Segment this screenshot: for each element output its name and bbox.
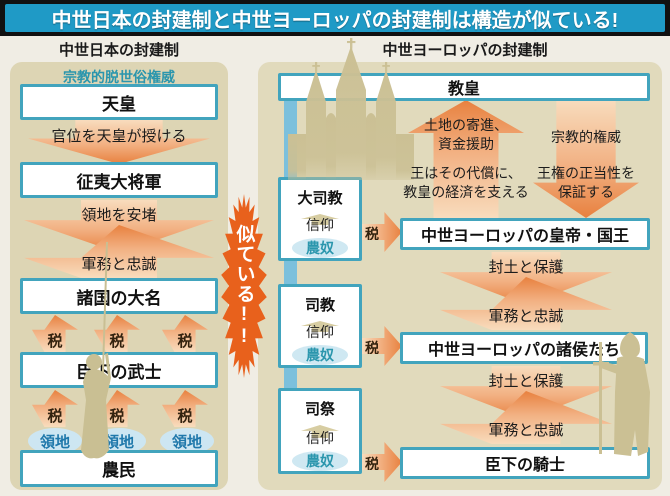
knights-label: 臣下の騎士 [484, 457, 565, 474]
bishop-box: 司教 信仰 農奴 [278, 284, 362, 368]
territory-ellipse: 領地 [28, 428, 82, 454]
tax-label: 税 [365, 226, 379, 242]
tax-label: 税 [365, 340, 379, 356]
fief-protection-label: 封土と保護 [488, 259, 564, 276]
emperor-king-box: 中世ヨーロッパの皇帝・国王 [400, 218, 650, 250]
serf-label: 農奴 [306, 453, 334, 469]
knights-box: 臣下の騎士 [400, 447, 650, 479]
bishop-label: 司教 [304, 297, 335, 314]
land-guarantee-label: 領地を安堵 [81, 207, 157, 224]
page-title: 中世日本の封建制と中世ヨーロッパの封建制は構造が似ている! [51, 9, 619, 32]
vassal-samurai-box: 臣下の武士 [20, 352, 218, 388]
shogun-daimyo-exchange-arrows: 領地を安堵 軍務と忠誠 [24, 200, 214, 278]
grant-rank-label: 官位を天皇が授ける [51, 128, 187, 145]
tax-arrow: 税 [94, 390, 140, 427]
europe-column-header: 中世ヨーロッパの封建制 [382, 41, 548, 59]
similar-badge-label: 似ている!! [233, 224, 255, 348]
archbishop-box: 大司教 信仰 農奴 [278, 177, 362, 261]
similar-starburst: 似ている!! [221, 194, 267, 378]
archbishop-label: 大司教 [297, 190, 343, 207]
king-support-label: 王はその代償に、 教皇の経済を支える [403, 165, 529, 200]
loyalty-label: 軍務と忠誠 [488, 422, 564, 439]
tax-arrow-right: 税 [362, 326, 402, 366]
lords-label: 中世ヨーロッパの諸侯たち [427, 342, 620, 359]
faith-label: 信仰 [306, 324, 334, 340]
tax-label: 税 [47, 408, 63, 425]
tax-arrow: 税 [162, 390, 208, 427]
priest-label: 司祭 [304, 401, 335, 418]
tax-arrow: 税 [32, 390, 78, 427]
tax-arrow-right: 税 [362, 212, 402, 252]
tax-label: 税 [177, 333, 193, 350]
donation-label: 土地の寄進、 資金援助 [424, 117, 508, 152]
tax-label: 税 [177, 408, 193, 425]
fief-protection-label: 封土と保護 [488, 373, 564, 390]
emperor-label: 天皇 [102, 94, 136, 114]
farmers-box: 農民 [20, 450, 218, 487]
loyalty-label: 軍務と忠誠 [488, 308, 564, 325]
tax-label: 税 [109, 408, 125, 425]
religious-authority-label-japan: 宗教的脱世俗権威 [63, 69, 175, 85]
serf-label: 農奴 [306, 240, 334, 256]
emperor-box: 天皇 [20, 84, 218, 120]
emperor-king-label: 中世ヨーロッパの皇帝・国王 [420, 228, 629, 245]
loyalty-label: 軍務と忠誠 [81, 256, 157, 273]
priest-box: 司祭 信仰 農奴 [278, 388, 362, 474]
japan-column-header: 中世日本の封建制 [58, 41, 179, 59]
territory-label: 領地 [171, 433, 202, 451]
tax-label: 税 [365, 456, 379, 472]
faith-arrow-up [301, 321, 339, 332]
faith-label: 信仰 [306, 430, 334, 446]
tax-arrow: 税 [162, 315, 208, 352]
title-bar-inner: 中世日本の封建制と中世ヨーロッパの封建制は構造が似ている! [5, 4, 665, 32]
serf-ellipse: 農奴 [292, 451, 348, 471]
pope-label: 教皇 [447, 81, 480, 98]
title-bar: 中世日本の封建制と中世ヨーロッパの封建制は構造が似ている! [0, 0, 670, 36]
serf-label: 農奴 [306, 347, 334, 363]
shogun-box: 征夷大将軍 [20, 162, 218, 198]
vassal-samurai-label: 臣下の武士 [76, 362, 162, 382]
tax-label: 税 [47, 333, 63, 350]
tax-arrow: 税 [94, 315, 140, 352]
daimyo-box: 諸国の大名 [20, 278, 218, 314]
faith-arrow-up [301, 214, 339, 225]
territory-ellipse: 領地 [160, 428, 214, 454]
europe-panel: 教皇 [258, 38, 662, 490]
legitimacy-label: 王権の正当性を 保証する [537, 165, 635, 200]
religious-authority-label: 宗教的権威 [551, 129, 621, 145]
shogun-label: 征夷大将軍 [76, 172, 162, 192]
starburst-icon [221, 194, 267, 378]
serf-ellipse: 農奴 [292, 238, 348, 258]
territory-label: 領地 [39, 433, 70, 451]
tax-arrow-right: 税 [362, 442, 402, 482]
lords-box: 中世ヨーロッパの諸侯たち [400, 332, 648, 364]
territory-label: 領地 [103, 433, 134, 451]
japan-panel: 宗教的脱世俗権威 天皇 官位を天皇が授ける 征夷大将軍 領地を安堵 軍務と忠誠 … [10, 62, 228, 490]
farmers-label: 農民 [102, 461, 136, 480]
pope-box: 教皇 [278, 73, 650, 101]
faith-label: 信仰 [306, 217, 334, 233]
tax-arrow: 税 [32, 315, 78, 352]
tax-label: 税 [109, 333, 125, 350]
lords-knights-exchange-arrows: 封土と保護 軍務と忠誠 [440, 366, 612, 444]
serf-ellipse: 農奴 [292, 345, 348, 365]
daimyo-label: 諸国の大名 [76, 288, 162, 308]
king-lords-exchange-arrows: 封土と保護 軍務と忠誠 [440, 252, 612, 330]
